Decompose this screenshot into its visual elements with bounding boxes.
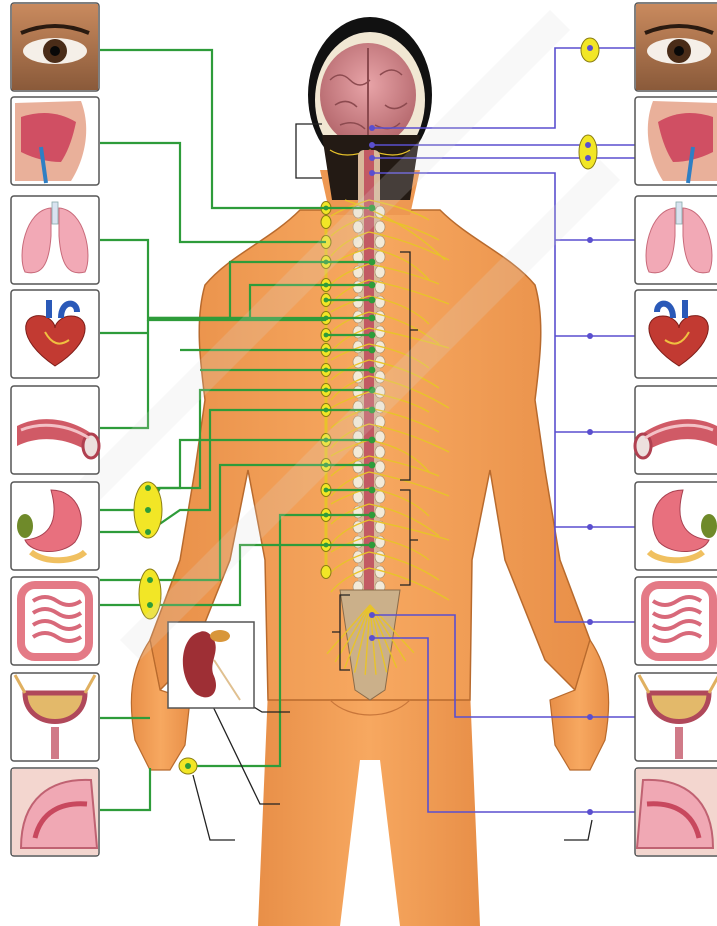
organ-panel [635,386,717,474]
vertebra [375,446,385,458]
organ-panel [11,290,99,378]
vertebra [375,311,385,323]
organ-panel [635,482,717,570]
vertebra [375,326,385,338]
eye-icon [636,4,717,90]
organ-panel [635,577,717,665]
organ-panel [11,3,99,91]
vertebra [375,461,385,473]
organ-panel [635,196,717,284]
vertebra [353,446,363,458]
left-organ-panels [11,3,99,856]
organ-panel [11,673,99,761]
vertebra [375,476,385,488]
nose-throat-icon [648,101,717,183]
organ-panel [11,577,99,665]
sympathetic-ganglion [321,216,331,229]
vertebra [375,251,385,263]
vertebra [375,236,385,248]
organ-panel [635,290,717,378]
organ-panel [11,482,99,570]
vertebra [375,551,385,563]
cranial-ganglia [579,135,597,169]
vertebra [353,461,363,473]
right-organ-panels [635,3,717,856]
organ-panel [11,97,99,185]
organ-panel [635,3,717,91]
organ-panel [635,97,717,185]
kidney-inset [168,622,254,708]
organ-panel [11,768,99,856]
nose-throat-icon [15,101,86,183]
organ-panel [11,386,99,474]
organ-panel [11,196,99,284]
organ-panel [635,673,717,761]
organ-panel [635,768,717,856]
genital-icon [12,769,98,855]
genital-icon [636,769,717,855]
sympathetic-ganglion [321,566,331,579]
eye-icon [12,4,98,90]
vertebra [375,491,385,503]
